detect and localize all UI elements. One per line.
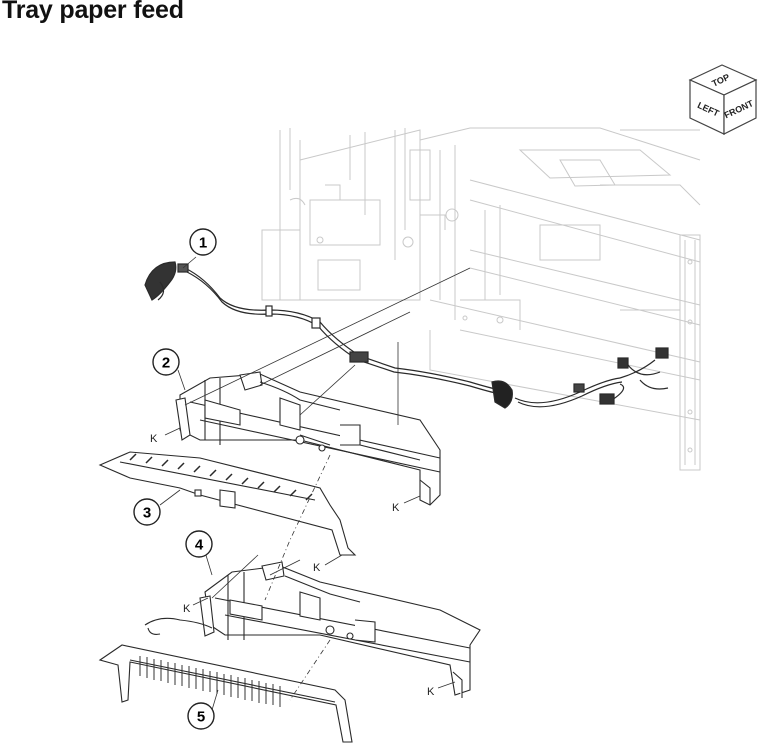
k-label: K: [427, 686, 435, 698]
front-guide-ribs: [139, 656, 281, 707]
page-title: Tray paper feed: [2, 0, 184, 24]
reference-lines: [159, 256, 471, 711]
callout-3: 3: [133, 498, 161, 526]
callout-1: 1: [189, 228, 217, 256]
k-labels: K K K K K: [150, 433, 435, 698]
cable-harness-part: [144, 261, 669, 409]
svg-text:4: 4: [195, 537, 204, 554]
svg-text:1: 1: [199, 235, 207, 252]
svg-text:2: 2: [162, 355, 170, 372]
k-label: K: [183, 603, 191, 615]
svg-text:5: 5: [197, 709, 205, 726]
k-label: K: [150, 433, 158, 445]
front-guide-part: [98, 644, 353, 743]
guide-plate-part: [98, 451, 357, 556]
svg-text:3: 3: [143, 505, 151, 522]
upper-feed-assembly-part: [175, 371, 441, 506]
callouts: 1 2 3 4 5: [133, 228, 217, 730]
lower-feed-assembly-part: [144, 561, 481, 698]
k-label: K: [313, 562, 321, 574]
orientation-cube: TOP LEFT FRONT: [688, 64, 758, 135]
callout-2: 2: [152, 348, 180, 376]
callout-5: 5: [187, 702, 215, 730]
callout-4: 4: [185, 530, 213, 558]
k-label: K: [392, 502, 400, 514]
